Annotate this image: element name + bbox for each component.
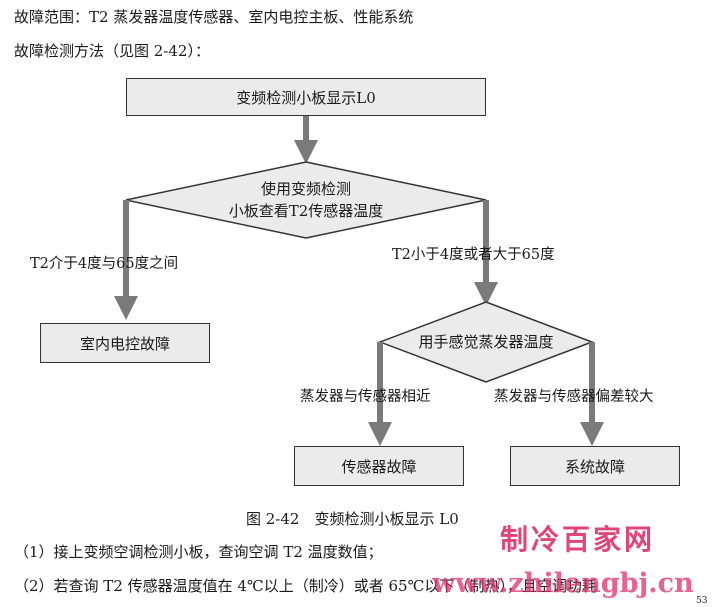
decision1-diamond [125,161,487,239]
decision1-line1: 使用变频检测 [260,180,351,198]
branch-left-label: T2介于4度与65度之间 [30,256,179,272]
result-indoor-control-box: 室内电控故障 [40,323,210,363]
page-number: 53 [696,596,708,606]
branch2-right-label: 蒸发器与传感器偏差较大 [494,389,654,405]
step-1: （1）接上变频空调检测小板，查询空调 T2 温度数值； [14,543,383,561]
branch2-left-label: 蒸发器与传感器相近 [300,389,431,405]
figure-caption: 图 2-42 变频检测小板显示 L0 [246,510,459,528]
decision2-diamond [377,301,595,383]
watermark-name: 制冷百家网 [500,523,656,556]
result-system-box: 系统故障 [510,446,680,486]
step-2: （2）若查询 T2 传感器温度值在 4℃以上（制冷）或者 65℃以下（制热），且… [14,577,597,595]
decision1-line2: 小板查看T2传感器温度 [228,202,384,220]
decision2-text: 用手感觉蒸发器温度 [418,333,554,351]
result-sensor-box: 传感器故障 [294,446,464,486]
watermark-url: www.zhilengbj.cn [432,568,694,599]
method-line: 故障检测方法（见图 2-42）： [14,42,210,60]
start-box: 变频检测小板显示L0 [126,78,486,116]
fault-scope-line: 故障范围：T2 蒸发器温度传感器、室内电控主板、性能系统 [14,8,414,26]
branch-right-label: T2小于4度或者大于65度 [392,247,555,263]
decision1-text: 使用变频检测 小板查看T2传感器温度 [186,178,426,222]
